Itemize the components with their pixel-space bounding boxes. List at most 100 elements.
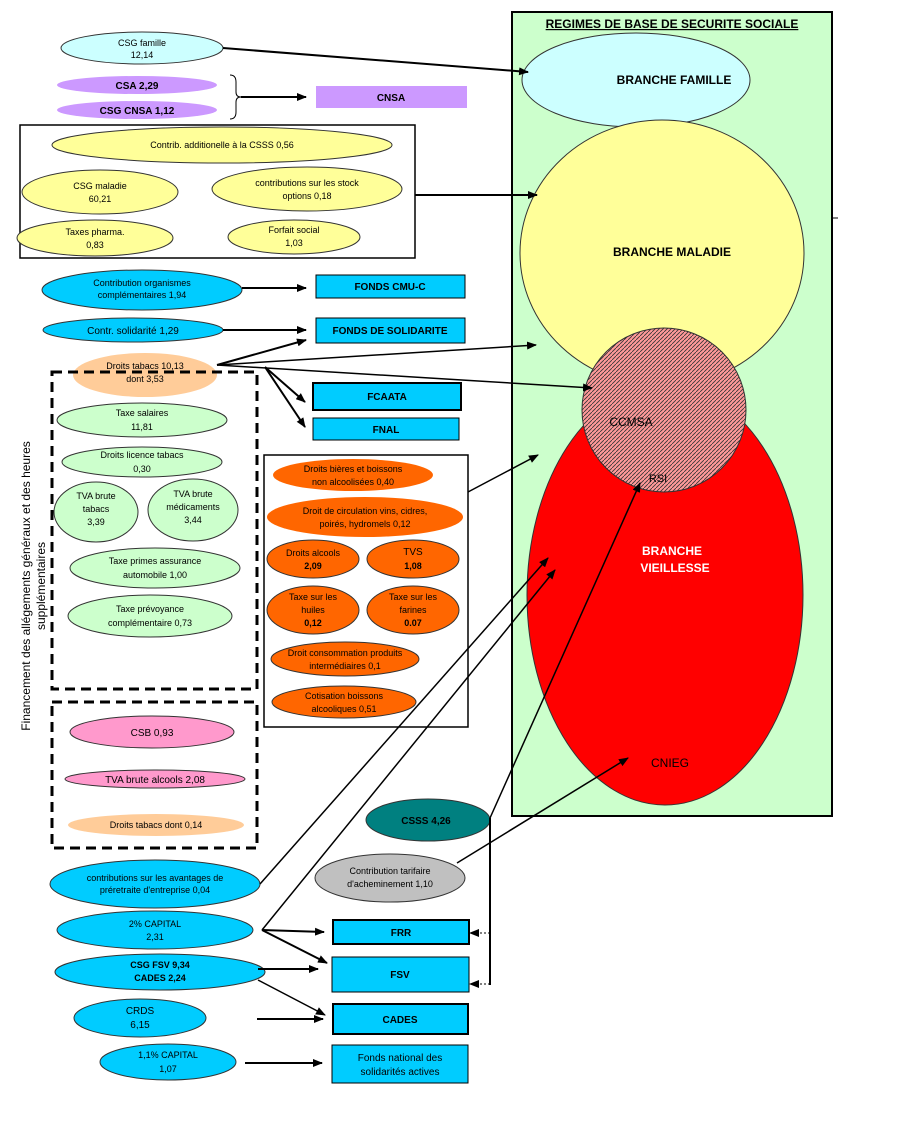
csg-fsv-node[interactable] (54, 953, 266, 991)
branche-maladie-label: BRANCHE MALADIE (613, 245, 731, 259)
taxe-farines-label-2: farines (399, 605, 427, 615)
forfait-social-label: Forfait social (268, 225, 319, 235)
preretraite-value: préretraite d'entreprise 0,04 (100, 885, 210, 895)
taxe-prevoyance-value: complémentaire 0,73 (108, 618, 192, 628)
capital-11-node[interactable] (99, 1043, 237, 1081)
capital-2-node[interactable] (56, 910, 254, 950)
contrib-organismes-label: Contribution organismes (93, 278, 191, 288)
csg-famille-label: CSG famille (118, 38, 166, 48)
droits-licence-value: 0,30 (133, 464, 151, 474)
contrib-organismes-value: complémentaires 1,94 (98, 290, 187, 300)
droits-licence-node[interactable] (61, 446, 223, 478)
contrib-organismes-node[interactable] (41, 269, 243, 311)
fnsa-label-2: solidarités actives (361, 1067, 440, 1078)
csb-node[interactable] (69, 715, 235, 749)
tvs-node[interactable] (366, 539, 460, 579)
arrow-tabac-ccmsa (216, 364, 593, 392)
droit-circulation-value: poirés, hydromels 0,12 (319, 519, 410, 529)
droit-conso-node[interactable] (270, 641, 420, 677)
allegements-group-2 (50, 700, 259, 850)
csa-node[interactable] (57, 76, 217, 94)
fnsa-box[interactable] (331, 1044, 469, 1084)
taxe-prevoyance-label: Taxe prévoyance (116, 604, 184, 614)
fnsa-label-1: Fonds national des (358, 1053, 443, 1064)
csa-label: CSA 2,29 (116, 81, 159, 92)
tva-alcools-node[interactable] (64, 769, 246, 789)
branche-vieillesse-label-2: VIEILLESSE (640, 561, 709, 575)
taxe-huiles-node[interactable] (266, 585, 360, 635)
csg-cnsa-label: CSG CNSA 1,12 (100, 106, 175, 117)
contrib-add-csss-label: Contrib. additionelle à la CSSS 0,56 (150, 140, 294, 150)
droits-tabacs-014-label: Droits tabacs dont 0,14 (110, 820, 203, 830)
droits-tabacs-label: Droits tabacs 10,13 (106, 361, 184, 371)
tvs-value: 1,08 (404, 561, 422, 571)
cotisation-boissons-value: alcooliques 0,51 (311, 704, 376, 714)
csg-cnsa-node[interactable] (57, 101, 217, 119)
droits-bieres-value: non alcoolisées 0,40 (312, 477, 394, 487)
droits-alcools-label: Droits alcools (286, 548, 341, 558)
forfait-social-node[interactable] (227, 219, 361, 255)
fsv-box[interactable] (331, 956, 470, 993)
taxe-huiles-label-1: Taxe sur les (289, 592, 338, 602)
droits-alcools-node[interactable] (266, 539, 360, 579)
arrow-capital-vieillesse (261, 569, 556, 931)
fonds-solidarite-label: FONDS DE SOLIDARITE (332, 326, 447, 337)
stock-options-value: options 0,18 (282, 191, 331, 201)
stock-options-label: contributions sur les stock (255, 178, 359, 188)
droits-tabacs-014-node[interactable] (68, 814, 244, 836)
taxe-salaires-node[interactable] (56, 402, 228, 438)
taxes-pharma-value: 0,83 (86, 240, 104, 250)
stock-options-node[interactable] (211, 166, 403, 212)
capital-11-label: 1,1% CAPITAL (138, 1050, 198, 1060)
contrib-tarifaire-node[interactable] (314, 853, 466, 903)
crds-node[interactable] (73, 998, 207, 1038)
ccmsa-circle[interactable] (581, 327, 747, 493)
cotisation-boissons-node[interactable] (271, 685, 417, 719)
fonds-solidarite-box[interactable] (315, 317, 466, 344)
csg-fsv-value: CADES 2,24 (134, 973, 186, 983)
tva-medicaments-label-1: TVA brute (173, 489, 212, 499)
contrib-add-csss-node[interactable] (51, 126, 393, 164)
taxe-farines-node[interactable] (366, 585, 460, 635)
fnal-box[interactable] (312, 417, 460, 441)
taxe-prevoyance-node[interactable] (67, 594, 233, 638)
contrib-tarifaire-label: Contribution tarifaire (349, 866, 430, 876)
arrow-capital-fsv (261, 929, 328, 964)
csss-label: CSSS 4,26 (401, 816, 451, 827)
tva-alcools-label: TVA brute alcools 2,08 (105, 775, 205, 786)
arrow-csss-rsi (489, 482, 641, 819)
droits-alcools-value: 2,09 (304, 561, 322, 571)
taxe-farines-label-1: Taxe sur les (389, 592, 438, 602)
taxe-primes-node[interactable] (69, 547, 241, 589)
fcaata-box[interactable] (312, 382, 462, 411)
tva-tabacs-node[interactable] (53, 481, 139, 543)
taxe-farines-value: 0.07 (404, 618, 422, 628)
maladie-sources-group (19, 124, 416, 259)
taxes-pharma-node[interactable] (16, 219, 174, 257)
capital-2-value: 2,31 (146, 932, 164, 942)
taxe-primes-value: automobile 1,00 (123, 570, 187, 580)
csb-label: CSB 0,93 (131, 728, 174, 739)
side-label-line-2: supplémentaires (34, 542, 48, 630)
cnsa-box[interactable] (316, 86, 467, 108)
fonds-cmu-box[interactable] (315, 274, 466, 299)
fcaata-label: FCAATA (367, 392, 407, 403)
frr-box[interactable] (332, 919, 470, 945)
capital-11-value: 1,07 (159, 1064, 177, 1074)
cades-label: CADES (382, 1015, 417, 1026)
cades-box[interactable] (332, 1003, 469, 1035)
contrib-tarifaire-value: d'acheminement 1,10 (347, 879, 433, 889)
tva-medicaments-node[interactable] (147, 478, 239, 542)
preretraite-node[interactable] (49, 859, 261, 909)
cnieg-label: CNIEG (651, 756, 689, 770)
droit-circulation-node[interactable] (267, 497, 463, 537)
brace (229, 74, 242, 120)
droits-tabacs-value: dont 3,53 (126, 374, 164, 384)
branche-famille-label: BRANCHE FAMILLE (617, 73, 732, 87)
csg-maladie-node[interactable] (21, 169, 179, 215)
droits-bieres-node[interactable] (273, 459, 433, 491)
arrow-alcool-vieillesse (467, 454, 539, 493)
droits-tabacs-node[interactable] (73, 353, 217, 397)
droits-bieres-label: Droits bières et boissons (304, 464, 403, 474)
